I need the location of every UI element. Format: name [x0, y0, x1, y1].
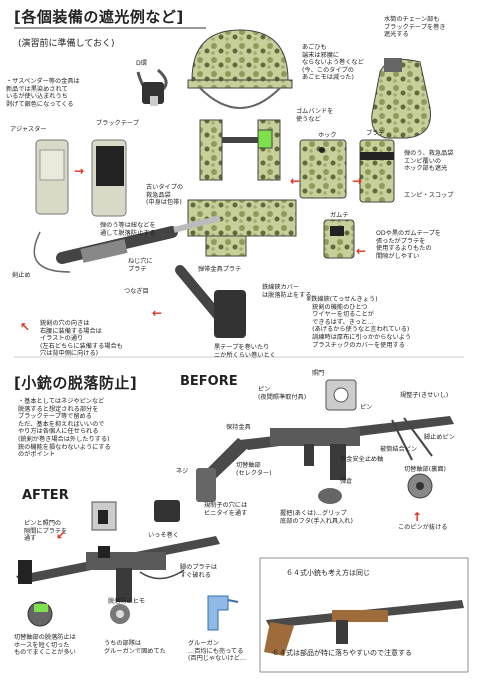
label-pin: ピン	[360, 404, 373, 411]
label-selector-hose: 切替軸部の脱落防止は ホースを短く切った ものでまくことが多い	[14, 634, 76, 657]
label-bayonet-frog: 剣止め	[12, 272, 31, 279]
detail-selector-back	[407, 473, 433, 499]
first-aid-pouch	[299, 139, 347, 199]
detail-pin-plate	[91, 501, 117, 531]
note-suspender: ・サスペンダー等の金具は 新品では黒染めされて いるが使い込まれうち 剥げて銀色…	[6, 78, 80, 108]
type64-box	[259, 557, 469, 673]
label-selector: 切替軸部 (セレクター)	[236, 462, 272, 477]
helmet-illustration	[187, 29, 293, 109]
label-screw-plate: ねじ穴に プラテ	[128, 258, 153, 273]
label-safety-lever: 保持金具	[226, 424, 251, 431]
label-bolt-pin: 脚止めピン	[424, 434, 455, 441]
wire-cutter	[175, 265, 246, 338]
rifle-after	[16, 536, 220, 602]
suspender-harness	[187, 119, 297, 257]
detail-glue	[110, 604, 130, 624]
label-pin-loose: このピンが抜ける	[398, 524, 448, 531]
label-regulator: 規制子の穴には ビニタイを通す	[204, 502, 248, 517]
label-gum-tape: ガムテ	[330, 212, 349, 219]
detail-grip-cap	[318, 488, 342, 504]
note-helmet: あごひも 端末は邪魔に ならないよう巻くなど (今、このタイプの あごヒモは減っ…	[302, 44, 364, 82]
label-shovel: エンピ・スコップ	[404, 192, 454, 199]
arrow-icon: ←	[290, 174, 301, 188]
canteen-illustration	[371, 58, 431, 139]
note-bayonet: 銃剣の穴の向きは 右腰に装備する場合は イラストの通り (左右どちらに装備する場…	[40, 320, 123, 358]
label-rear-sight: 照門	[312, 370, 325, 377]
detail-sight	[325, 379, 357, 411]
arrow-icon: ↑	[412, 510, 423, 524]
label-screw: ネジ	[176, 468, 189, 475]
label-bipod-tape: 脚のプラテは すぐ破れる	[180, 564, 218, 579]
detail-screw-part	[196, 468, 216, 502]
arrow-icon: ↖	[20, 320, 31, 334]
type64-note: ６４式は部品が特に落ちやすいので注意する	[272, 649, 412, 657]
label-tsuba: つなぎ目	[124, 288, 149, 295]
label-magazine: 弾倉	[340, 478, 353, 485]
label-belt-plate: 弾帯金具プラテ	[198, 266, 242, 273]
label-adjuster: アジャスター	[10, 126, 47, 133]
bayonet-illustration	[33, 215, 221, 273]
label-plate: プラテ	[366, 130, 385, 137]
detail-wrap-block	[154, 500, 180, 522]
label-pin-sight-plate: ピンと照門の 隙間にプラテを 通す	[24, 520, 68, 543]
label-hook: ホック	[318, 132, 337, 139]
label-wrap-once: いっそ巻く	[148, 532, 179, 539]
type64-title: ６４式小銃も考え方は同じ	[286, 569, 370, 577]
note-od-tape: ODや黒のガムテープを 張ったがプラテを 使用するよりもたの 間隙がしやすい	[376, 230, 441, 260]
note-first-aid: 弾のう、救急品袋 エンピ覆いの ホック部も遮光	[404, 150, 454, 173]
label-selector-back: 切替軸部(裏面)	[404, 466, 446, 473]
label-rubber-band: ゴムバンドを 使うなど	[296, 108, 334, 123]
section1-title: [各個装備の遮光例など]	[14, 8, 184, 26]
section1-subtitle: (演習前に準備しておく)	[18, 39, 115, 49]
before-label: BEFORE	[180, 374, 238, 389]
label-bipod-pin: 被筒結合ピン	[380, 446, 418, 453]
arrow-icon: ←	[356, 244, 367, 258]
arrow-icon: →	[74, 164, 85, 178]
label-grip: 握把(あくは)…グリップ 底部のフタ(手入れ具入れ)	[280, 510, 353, 525]
label-trigger: 引金安全止め軸	[340, 456, 384, 463]
intro-note: ・基本としてはネジやピンなど 脱落すると想定される部分を ブラックテープ等で留め…	[18, 398, 111, 459]
label-pin-sight: ピン (夜間照準取付具)	[258, 386, 307, 401]
label-sling-rope: 脱落防止ヒモ	[108, 598, 146, 605]
section2-title: [小銃の脱落防止]	[14, 374, 138, 392]
note-wire-cutter: ※鉄線鋏(てっせんきょう) 銃剣の機能のひとつ ワイヤーを切ることが できるはず…	[306, 296, 412, 349]
arrow-icon: ←	[152, 306, 163, 320]
rifle-before	[198, 416, 454, 484]
after-label: AFTER	[22, 488, 69, 503]
adjuster-pouches	[35, 139, 127, 217]
note-canteen: 水筒のチェーン部も ブラックテープを巻き 遮光する	[384, 16, 446, 39]
d-ring-illustration	[136, 68, 168, 106]
magazine-pouch-small	[323, 219, 355, 259]
label-sling-swivel: 規整子(きせいし)	[400, 392, 449, 399]
arrow-icon: ↙	[56, 528, 67, 542]
note-cover: 鉄線鋏カバー は脱落防止をする。	[262, 284, 318, 299]
label-glue-gun-note: うちの部隊は グルーガンで固めてた	[104, 640, 166, 655]
shovel-cover	[359, 139, 395, 203]
glue-gun-illustration	[207, 595, 239, 631]
note-old-first-aid: 古いタイプの 救急品袋 (中身は包帯)	[146, 184, 184, 207]
arrow-icon: →	[352, 174, 363, 188]
note-tape-wrap: 黒テープを巻いたり ニか所くらい巻いとく	[214, 344, 276, 359]
label-glue-gun: グルーガン …百均にも売ってる (百円じゃないけど…	[188, 640, 247, 663]
note-magazine: 弾のう等は紐などを 通して脱落防止する	[100, 222, 156, 237]
type64-rifle	[264, 600, 464, 656]
detail-selector-hose	[27, 601, 53, 627]
label-black-tape: ブラックテープ	[96, 120, 139, 127]
label-d-ring: D環	[136, 60, 147, 67]
